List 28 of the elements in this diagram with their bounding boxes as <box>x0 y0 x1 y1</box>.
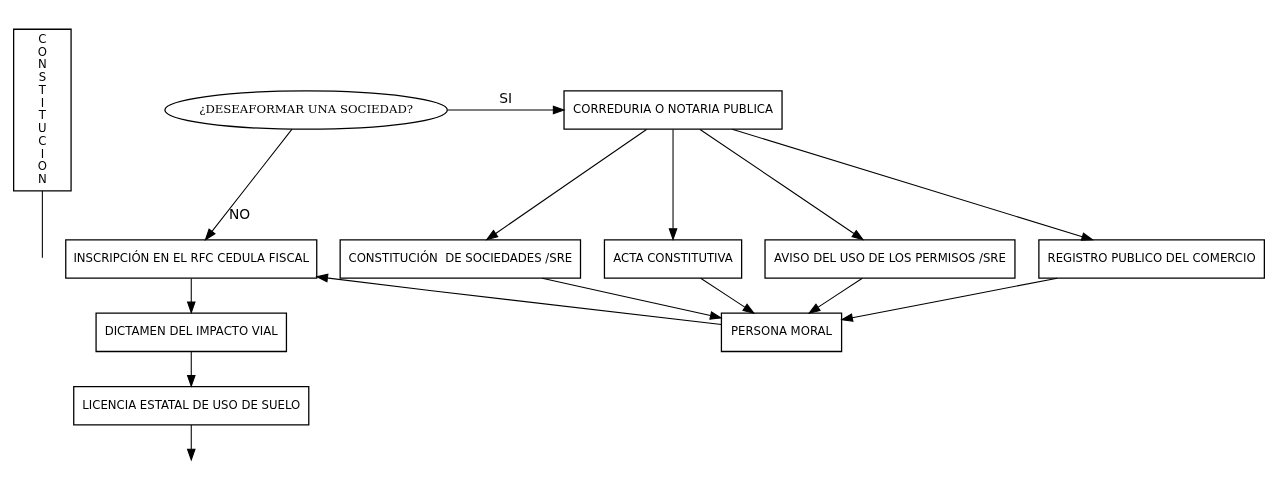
arrow <box>700 277 756 315</box>
arrow <box>840 277 1058 322</box>
edge-label: SI <box>499 90 513 107</box>
node-box: ACTA CONSTITUTIVA <box>603 239 743 279</box>
arrow <box>807 277 863 315</box>
node-box: LICENCIA ESTATAL DE USO DE SUELO <box>73 385 310 426</box>
node-box: DICTAMEN DEL IMPACTO VIAL <box>95 312 288 353</box>
arrow <box>186 424 196 462</box>
node-box: CONSTITUCIÓN DE SOCIEDADES /SRE <box>339 239 582 279</box>
arrow <box>485 128 648 241</box>
arrow <box>186 277 196 315</box>
node-box: CONSTITUCION <box>13 28 72 192</box>
arrow <box>541 277 723 320</box>
arrow <box>447 105 566 115</box>
node-box: PERSONA MORAL <box>720 312 843 353</box>
node-box: REGISTRO PUBLICO DEL COMERCIO <box>1038 239 1265 279</box>
edge-label: NO <box>229 205 251 222</box>
arrow <box>699 128 865 241</box>
connector <box>41 190 43 259</box>
node-ellipse: ¿DESEAFORMAR UNA SOCIEDAD? <box>164 90 448 130</box>
node-box: AVISO DEL USO DE LOS PERMISOS /SRE <box>764 239 1016 279</box>
arrow <box>731 128 1095 241</box>
arrow <box>668 128 678 241</box>
node-box: INSCRIPCIÓN EN EL RFC CEDULA FISCAL <box>65 239 318 279</box>
arrow <box>315 273 722 326</box>
arrow <box>204 128 293 242</box>
node-box: CORREDURIA O NOTARIA PUBLICA <box>563 90 783 130</box>
arrow <box>186 351 196 388</box>
